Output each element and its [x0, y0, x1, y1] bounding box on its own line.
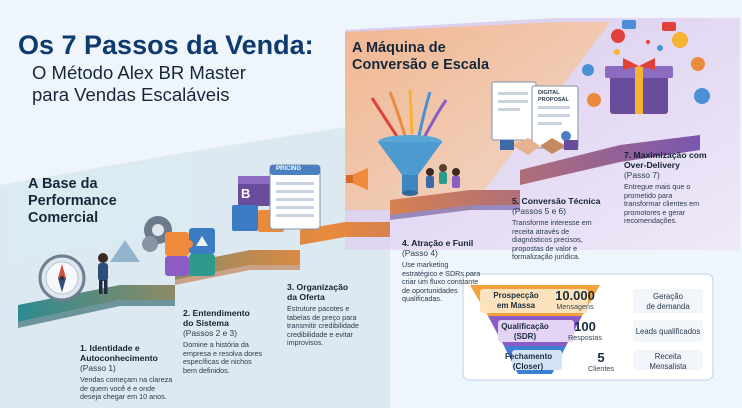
funnel-row-2-outcome: Leads qualificados: [635, 327, 701, 336]
funnel-row-2-label: Qualificação (SDR): [501, 322, 549, 341]
step-1-title-line-2: Autoconhecimento: [80, 353, 158, 363]
step-7-description: Entregue mais que o prometido para trans…: [624, 182, 700, 225]
step-1-description: Vendas começam na clareza de quem você é…: [80, 375, 173, 401]
gift-icon: [605, 40, 673, 114]
step-4: 4. Atração e Funil (Passo 4) Use marketi…: [402, 238, 512, 304]
megaphone-icon: [346, 168, 368, 190]
sales-funnel-icon: [470, 285, 600, 374]
people-group-icon: [426, 164, 460, 188]
funnel-row-1-label: Prospecção em Massa: [493, 291, 539, 310]
step-5-subtitle: (Passos 5 e 6): [512, 206, 566, 216]
step-2-subtitle: (Passos 2 e 3): [183, 328, 237, 338]
step-5: 5. Conversão Técnica (Passos 5 e 6) Tran…: [512, 196, 622, 262]
step-2: 2. Entendimento do Sistema (Passos 2 e 3…: [183, 308, 298, 375]
page-subtitle-line-1: O Método Alex BR Master: [32, 62, 246, 83]
step-2-title-line-1: 2. Entendimento: [183, 308, 250, 318]
step-3: 3. Organização da Oferta Estruture pacot…: [287, 282, 397, 348]
puzzle-icon: [165, 228, 215, 276]
arrows-icon: [370, 89, 448, 139]
step-7-subtitle: (Passo 7): [624, 170, 660, 180]
marketing-funnel-icon: [378, 135, 442, 196]
step-5-title: 5. Conversão Técnica: [512, 196, 601, 206]
machine-stage-heading-line-1: A Máquina de: [352, 40, 446, 56]
document-label: DIGITAL PROPOSAL: [538, 90, 569, 103]
pricing-table-icon: [269, 164, 321, 230]
base-stage-heading-line-1: A Base da: [28, 176, 98, 192]
page-subtitle-line-2: para Vendas Escaláveis: [32, 84, 230, 105]
step-7: 7. Maximização com Over-Delivery (Passo …: [624, 150, 736, 226]
funnel-row-1-metric: 10.000 Mensagens: [555, 288, 595, 311]
step-3-title-line-2: da Oferta: [287, 292, 325, 302]
page-title: Os 7 Passos da Venda:: [18, 30, 314, 60]
funnel-row-3-label: Fechamento (Closer): [505, 352, 553, 371]
staircase-path: [18, 135, 700, 328]
mountain-icon: [110, 240, 140, 262]
step-2-title-line-2: do Sistema: [183, 318, 229, 328]
step-4-title: 4. Atração e Funil: [402, 238, 474, 248]
step-1-title-line-1: 1. Identidade e: [80, 343, 140, 353]
step-5-description: Transforme interesse em receita através …: [512, 218, 592, 261]
step-7-title-line-2: Over-Delivery: [624, 160, 680, 170]
funnel-row-3-metric: 5 Clientes: [588, 350, 614, 373]
handshake-icon: [500, 138, 578, 155]
step-1-subtitle: (Passo 1): [80, 363, 116, 373]
document-icon: [491, 81, 579, 149]
step-7-title-line-1: 7. Maximização com: [624, 150, 707, 160]
pricing-label: PRICING: [276, 166, 302, 172]
funnel-row-3-outcome: Receita Mensalista: [649, 352, 687, 371]
step-4-subtitle: (Passo 4): [402, 248, 438, 258]
step-3-title-line-1: 3. Organização: [287, 282, 349, 292]
logo-letter: B: [241, 186, 251, 201]
base-stage-heading-line-3: Comercial: [28, 210, 99, 226]
person-icon: [98, 253, 108, 294]
funnel-row-1-outcome: Geração de demanda: [646, 292, 690, 311]
step-4-description: Use marketing estratégico e SDRs para cr…: [402, 260, 481, 303]
step-1: 1. Identidade e Autoconhecimento (Passo …: [80, 343, 200, 402]
compass-icon: [38, 254, 86, 302]
funnel-row-2-metric: 100 Respostas: [568, 319, 602, 342]
base-stage-heading-line-2: Performance: [28, 193, 117, 209]
step-3-description: Estruture pacotes e tabelas de preço par…: [287, 304, 359, 347]
step-2-description: Domine a história da empresa e resolva d…: [183, 340, 263, 375]
social-reactions-icon: [582, 20, 710, 107]
machine-stage-heading-line-2: Conversão e Escala: [352, 57, 490, 73]
